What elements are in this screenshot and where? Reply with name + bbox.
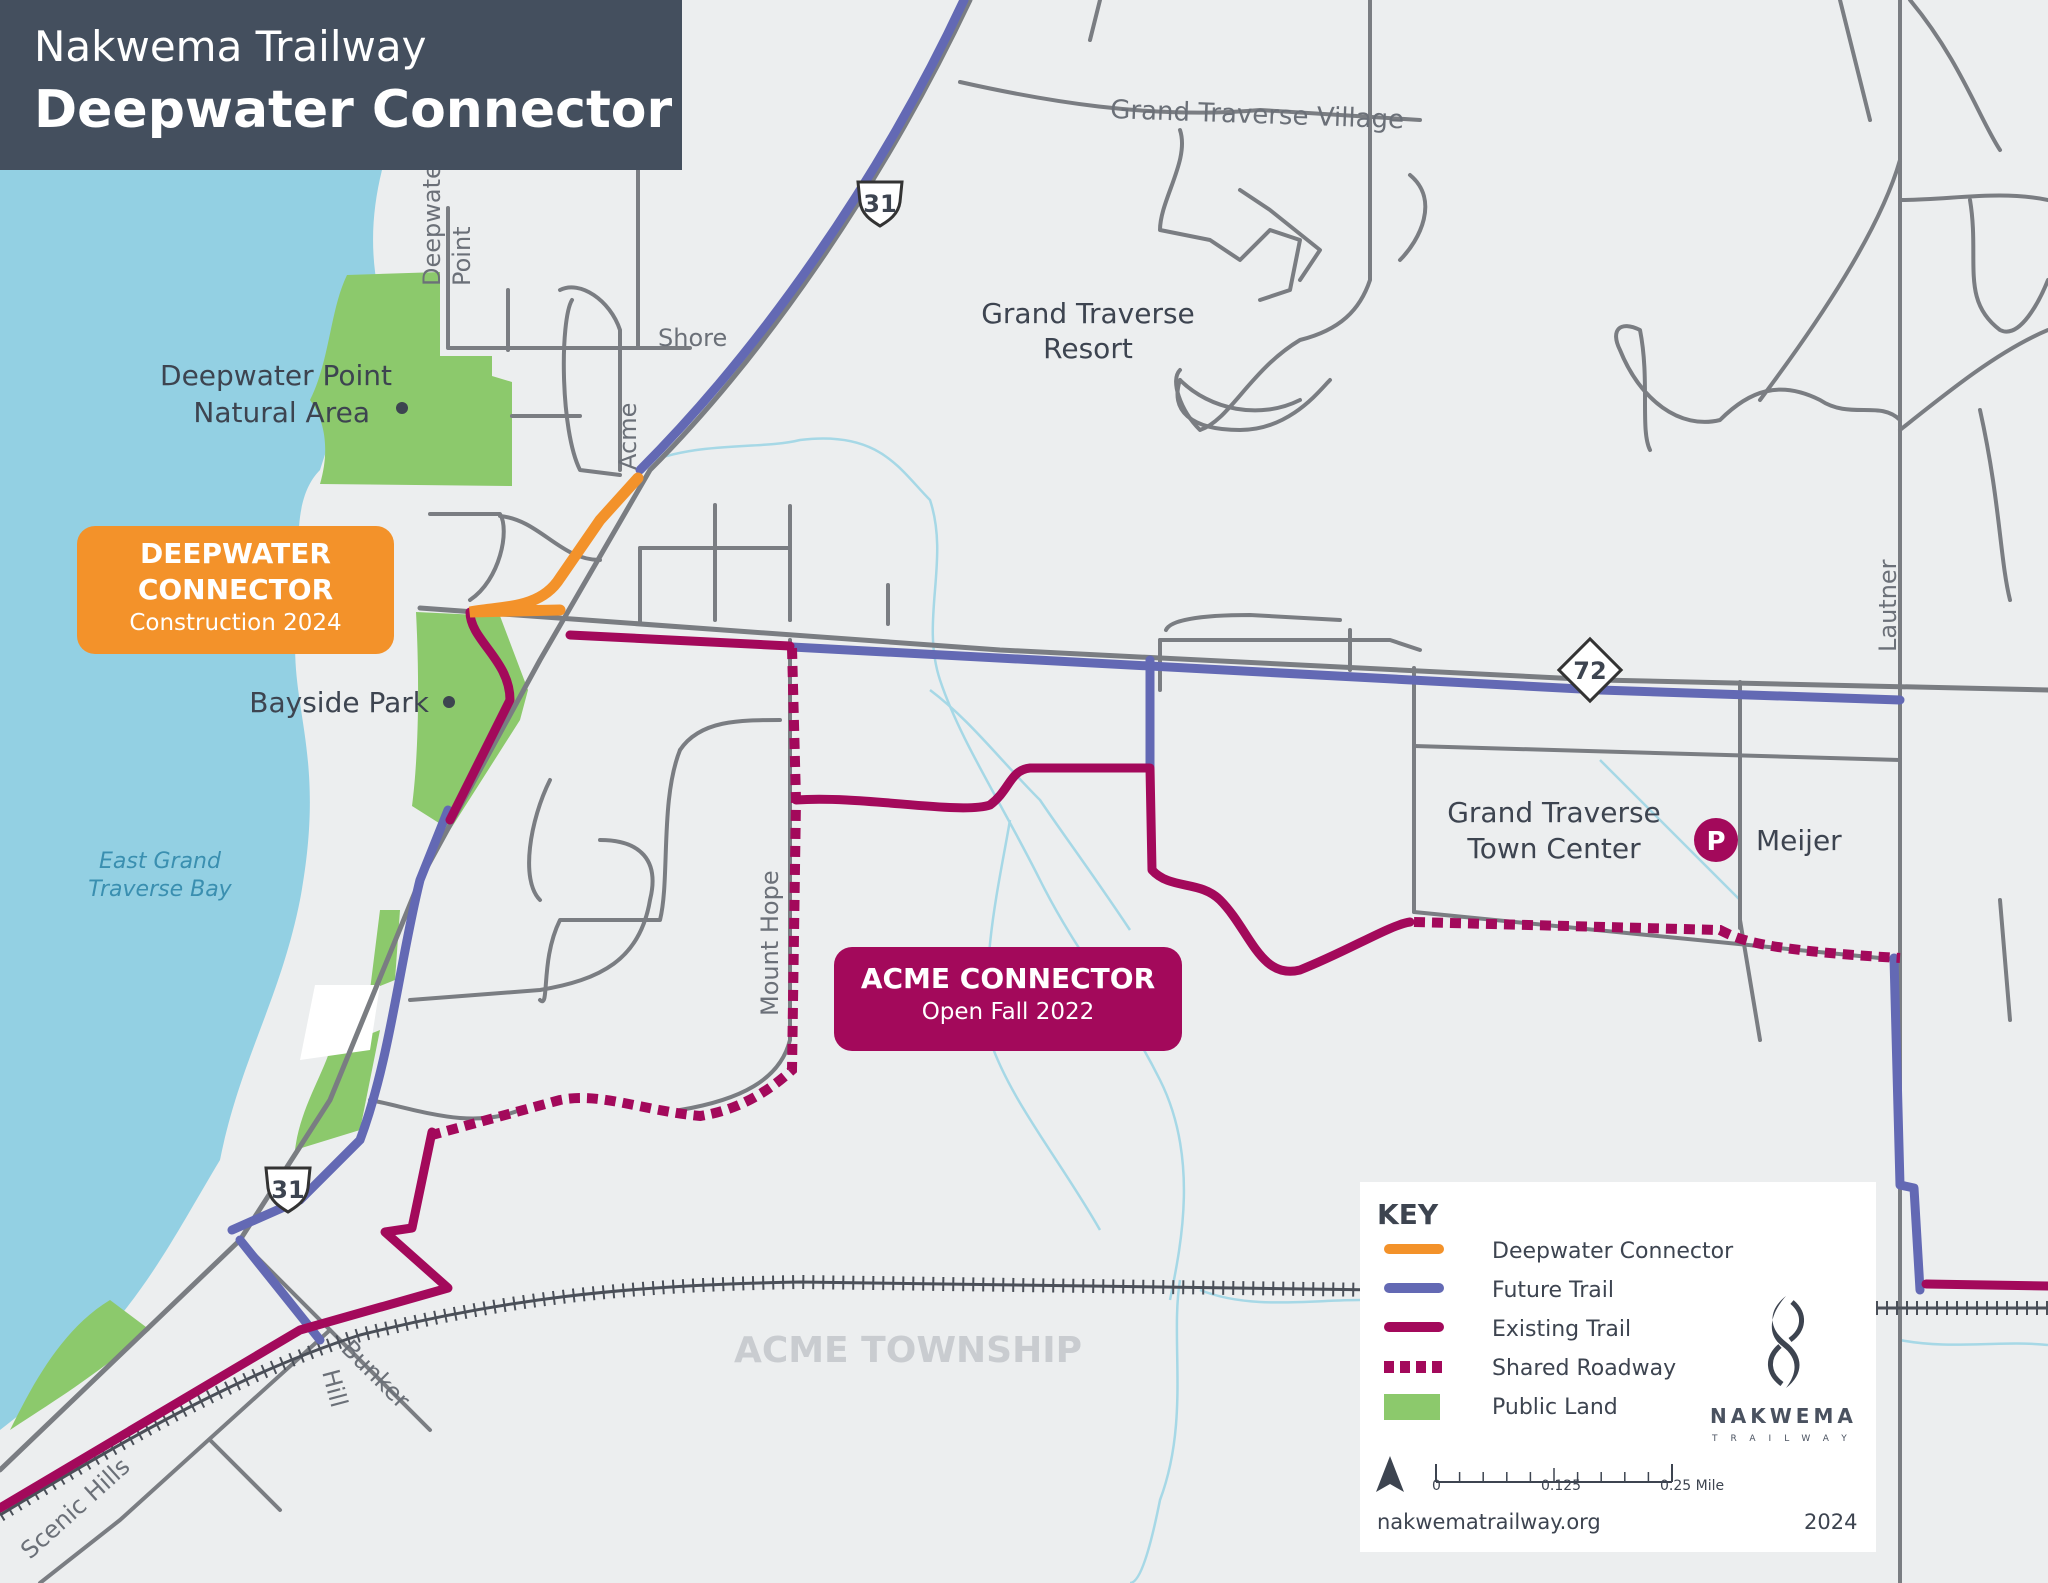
key-label-shared: Shared Roadway: [1492, 1356, 1677, 1381]
bay-water: [0, 170, 382, 1430]
key-item-public-land: Public Land: [1384, 1392, 1784, 1424]
key-swatch-existing: [1384, 1322, 1444, 1332]
deepwater-callout-line1: DEEPWATER: [140, 537, 331, 570]
nakwema-logo-icon: [1768, 1296, 1804, 1388]
title-block: Nakwema Trailway Deepwater Connector: [0, 0, 682, 170]
bayside-park-marker: [443, 696, 455, 708]
logo-sub: TRAILWAY: [1712, 1434, 1860, 1444]
parking-icon: [1694, 818, 1738, 862]
state-route-shield-icon: [1556, 636, 1624, 704]
label-town-center-2: Town Center: [1466, 832, 1641, 865]
website-link[interactable]: nakwematrailway.org: [1377, 1510, 1601, 1534]
label-township: ACME TOWNSHIP: [734, 1330, 1082, 1371]
key-title: KEY: [1377, 1198, 1439, 1231]
shore-patch: [300, 985, 380, 1060]
map-key: KEY Deepwater Connector Future Trail Exi…: [1360, 1182, 1876, 1552]
road-lautner: Lautner: [1874, 559, 1902, 652]
us-route-shield-icon: [264, 1166, 312, 1214]
logo-name: NAKWEMA: [1710, 1404, 1857, 1428]
acme-callout-sub: Open Fall 2022: [921, 999, 1095, 1025]
us31-top-number: 31: [863, 190, 896, 218]
label-resort-2: Resort: [1043, 332, 1133, 365]
us31-bottom-number: 31: [271, 1176, 304, 1204]
map-subtitle: Nakwema Trailway: [34, 22, 427, 71]
key-swatch-public-land: [1384, 1394, 1440, 1420]
road-point: Point: [448, 226, 476, 286]
key-item-shared-roadway: Shared Roadway: [1384, 1353, 1784, 1385]
streams: [639, 437, 2048, 1583]
parking-letter: P: [1706, 827, 1725, 857]
road-mount-hope: Mount Hope: [756, 870, 784, 1016]
key-item-existing-trail: Existing Trail: [1384, 1314, 1784, 1346]
us-route-shield-icon: [856, 180, 904, 228]
deepwater-callout-line2: CONNECTOR: [137, 573, 334, 606]
label-meijer: Meijer: [1756, 824, 1842, 857]
deepwater-point-marker: [396, 402, 408, 414]
key-label-future: Future Trail: [1492, 1278, 1615, 1303]
railroad: [0, 1274, 2048, 1521]
deepwater-connector-callout: DEEPWATER CONNECTOR Construction 2024: [77, 526, 394, 654]
north-arrow-icon: [1376, 1456, 1404, 1492]
scale-bar: [1376, 1456, 1673, 1492]
map-year: 2024: [1804, 1510, 1858, 1534]
road-shore: Shore: [658, 324, 727, 352]
label-town-center-1: Grand Traverse: [1447, 796, 1661, 829]
key-swatch-shared: [1384, 1361, 1444, 1373]
key-item-future-trail: Future Trail: [1384, 1275, 1784, 1307]
key-swatch-future: [1384, 1283, 1444, 1293]
shared-roadway: [430, 647, 1901, 1140]
scale-label-mid: 0.125: [1541, 1478, 1582, 1494]
key-swatch-deepwater: [1384, 1244, 1444, 1254]
key-label-public-land: Public Land: [1492, 1395, 1618, 1420]
scale-label-end: 0.25 Mile: [1660, 1478, 1725, 1494]
key-item-deepwater-connector: Deepwater Connector: [1384, 1236, 1784, 1268]
road-deepwater: Deepwater: [418, 154, 446, 286]
deepwater-callout-sub: Construction 2024: [129, 610, 342, 636]
acme-callout-title: ACME CONNECTOR: [860, 962, 1156, 995]
label-deepwater-point-2: Natural Area: [193, 396, 370, 429]
scale-label-zero: 0: [1432, 1478, 1441, 1494]
deepwater-connector-trail: [468, 472, 644, 618]
map-title: Deepwater Connector: [34, 80, 673, 140]
key-label-existing: Existing Trail: [1492, 1317, 1632, 1342]
label-deepwater-point-1: Deepwater Point: [160, 359, 392, 392]
road-acme: Acme: [614, 403, 642, 470]
label-bay-1: East Grand: [99, 849, 222, 874]
acme-connector-callout: ACME CONNECTOR Open Fall 2022: [834, 947, 1182, 1051]
existing-trail: [0, 607, 2048, 1513]
label-resort-1: Grand Traverse: [981, 297, 1195, 330]
m72-number: 72: [1573, 657, 1606, 685]
label-bayside-park: Bayside Park: [249, 686, 430, 719]
key-label-deepwater: Deepwater Connector: [1492, 1239, 1734, 1264]
label-bay-2: Traverse Bay: [88, 877, 232, 902]
